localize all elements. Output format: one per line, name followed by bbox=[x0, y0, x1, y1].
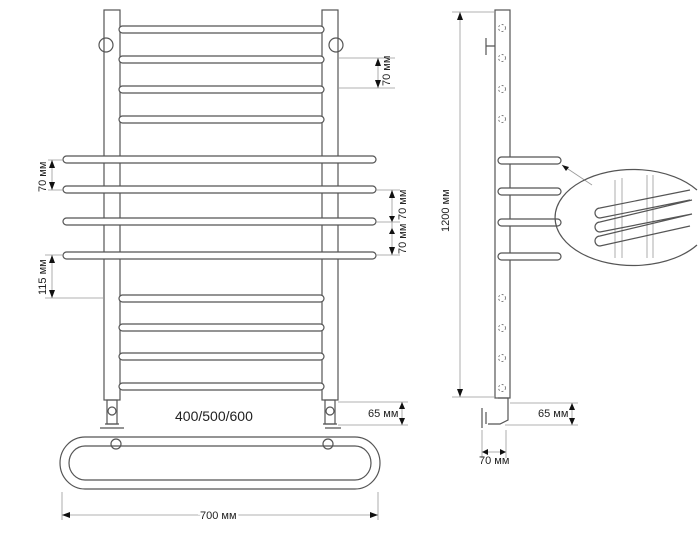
lower-rungs bbox=[118, 294, 325, 391]
bottom-loop bbox=[59, 436, 381, 490]
dim-valve-side: 65 мм bbox=[538, 408, 568, 420]
left-post bbox=[103, 9, 121, 401]
side-wall-bracket bbox=[485, 38, 495, 55]
dim-left-bar-spacing: 70 мм bbox=[37, 162, 49, 192]
front-view: 70 мм 70 мм 70 мм 70 мм 115 мм 400/500/6… bbox=[37, 9, 409, 525]
dim-right-bar-spacing-2: 70 мм bbox=[397, 224, 409, 254]
hidden-rung-holes bbox=[498, 24, 506, 392]
dim-total-width: 700 мм bbox=[200, 510, 237, 522]
side-view: 1200 мм 65 мм 70 мм bbox=[438, 9, 698, 467]
dim-valve-front: 65 мм bbox=[368, 408, 398, 420]
side-post bbox=[494, 9, 511, 399]
left-wall-bracket bbox=[98, 37, 114, 53]
side-bars bbox=[497, 156, 562, 261]
dim-gap: 115 мм bbox=[37, 259, 49, 295]
detail-inset bbox=[554, 164, 698, 267]
dim-depth: 70 мм bbox=[479, 455, 509, 467]
wide-bars bbox=[62, 155, 377, 260]
width-options: 400/500/600 bbox=[175, 408, 253, 424]
upper-rungs bbox=[118, 25, 325, 124]
right-wall-bracket bbox=[328, 37, 344, 53]
dim-height: 1200 мм bbox=[440, 189, 452, 232]
side-valve bbox=[481, 397, 509, 428]
valves bbox=[100, 399, 341, 450]
dim-top-rung-spacing: 70 мм bbox=[381, 56, 393, 86]
dim-right-bar-spacing-1: 70 мм bbox=[397, 190, 409, 220]
right-post bbox=[321, 9, 339, 401]
